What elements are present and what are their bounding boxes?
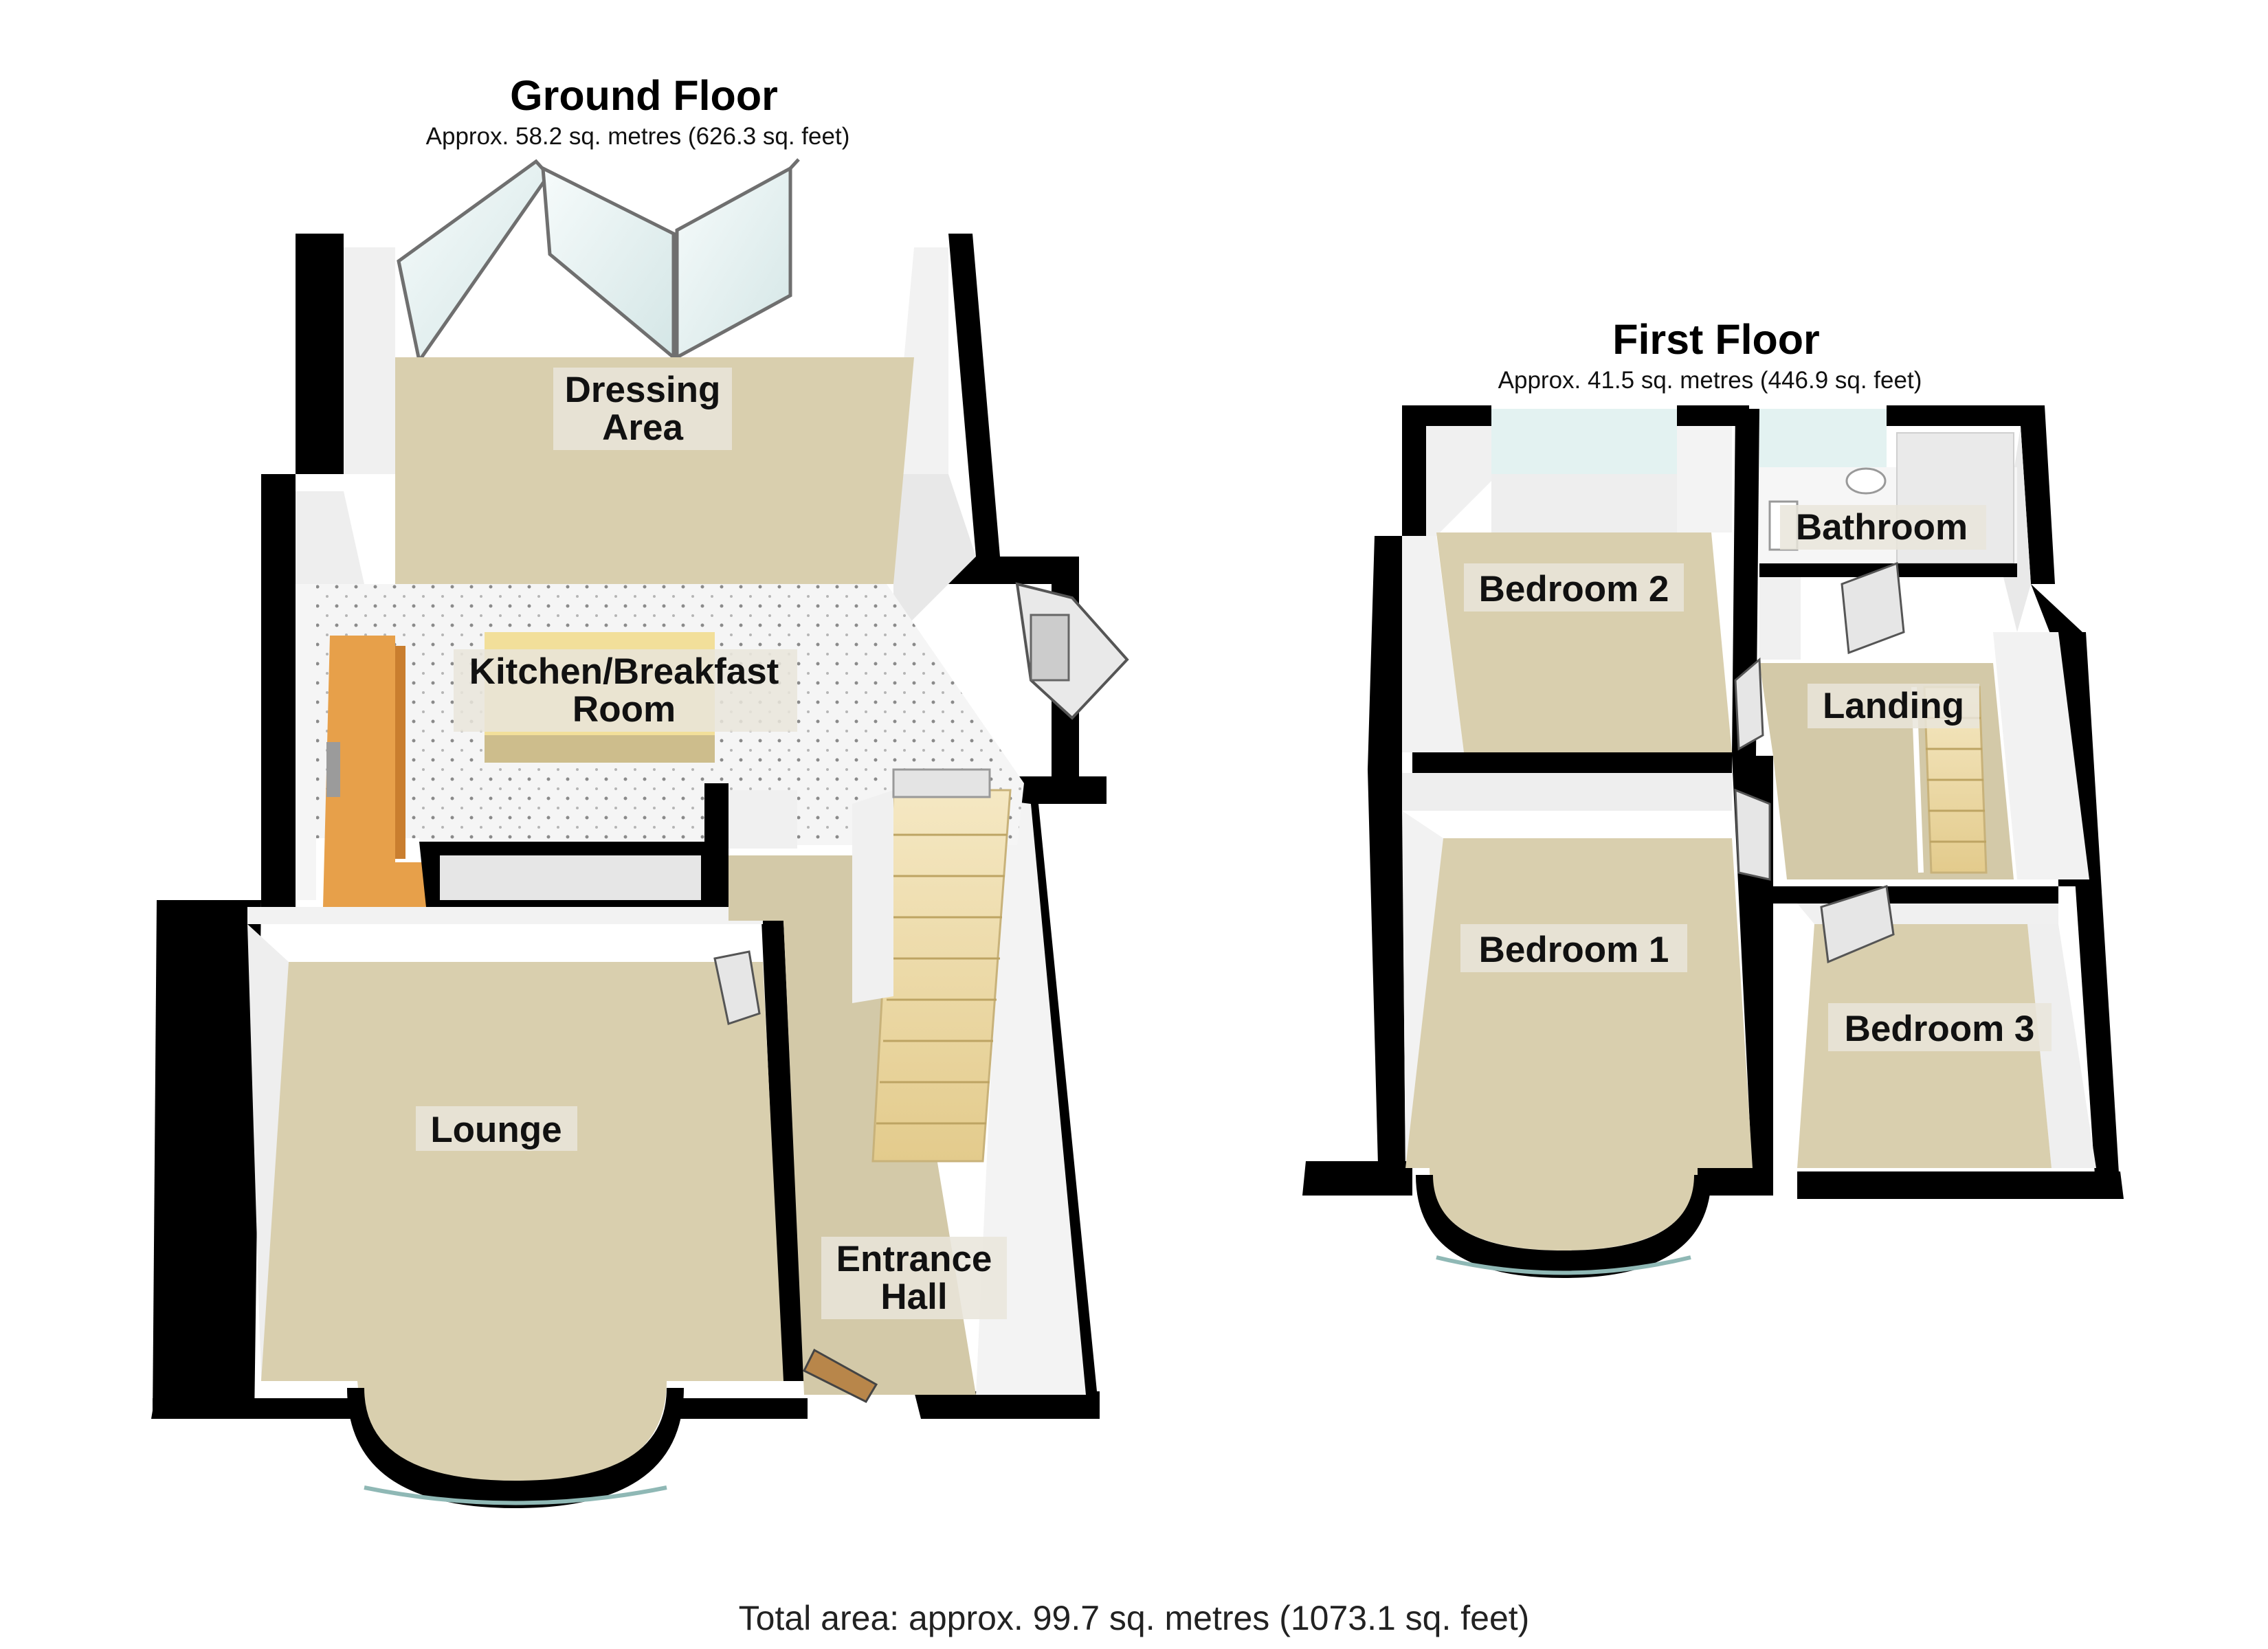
first-floor-title: First Floor: [1612, 316, 1820, 363]
first-floor-plan: Bedroom 2 Bathroom Landing Bedroom 1 Bed…: [1302, 316, 2124, 1278]
landing-label: Landing: [1808, 684, 1979, 728]
bedroom-3-label: Bedroom 3: [1828, 1003, 2052, 1051]
bedroom-2-door: [1734, 657, 1764, 751]
bedroom-1-door: [1734, 788, 1771, 881]
ground-floor-plan: Dressing Area Kitchen/Breakfast Room Lou…: [151, 72, 1129, 1508]
bifold-doors: [397, 158, 800, 366]
lounge-label: Lounge: [416, 1106, 577, 1151]
ground-floor-area: Approx. 58.2 sq. metres (626.3 sq. feet): [426, 123, 850, 150]
bedroom-2-window: [1491, 409, 1677, 478]
entrance-hall-label: Entrance Hall: [821, 1237, 1007, 1319]
svg-text:Bedroom 1: Bedroom 1: [1479, 930, 1669, 970]
kitchen-label: Kitchen/Breakfast Room: [454, 649, 797, 732]
svg-text:Area: Area: [602, 407, 683, 448]
svg-text:Lounge: Lounge: [430, 1110, 562, 1150]
side-door: [1015, 582, 1129, 720]
svg-text:Landing: Landing: [1823, 686, 1964, 726]
first-floor-area: Approx. 41.5 sq. metres (446.9 sq. feet): [1498, 367, 1922, 394]
first-floor-wall-faces: [1402, 426, 2096, 1168]
bedroom-2-label: Bedroom 2: [1464, 563, 1684, 612]
svg-text:Kitchen/Breakfast: Kitchen/Breakfast: [469, 651, 779, 692]
kitchen-worktop: [323, 636, 457, 907]
svg-text:Bedroom 2: Bedroom 2: [1479, 569, 1669, 609]
svg-text:Bathroom: Bathroom: [1796, 507, 1968, 548]
svg-text:Room: Room: [572, 689, 676, 730]
bathroom-window: [1759, 409, 1887, 467]
front-door: [802, 1348, 878, 1403]
bedroom-3-door: [1820, 885, 1895, 964]
ground-floor-title: Ground Floor: [510, 72, 778, 119]
lounge-door: [713, 950, 761, 1025]
total-area: Total area: approx. 99.7 sq. metres (107…: [739, 1599, 1530, 1637]
bathroom-door: [1841, 561, 1905, 655]
svg-text:Hall: Hall: [880, 1277, 947, 1317]
svg-text:Entrance: Entrance: [836, 1239, 992, 1279]
bedroom-1-bay-window: [1416, 1175, 1711, 1278]
dressing-area-floor: [395, 357, 914, 584]
bathroom-label: Bathroom: [1780, 505, 1986, 550]
dressing-area-label: Dressing Area: [553, 368, 732, 450]
lounge-floor: [261, 962, 783, 1484]
lounge-bay-window: [347, 1388, 684, 1508]
ground-floor-stairs: [852, 768, 1012, 1163]
bedroom-1-label: Bedroom 1: [1460, 924, 1687, 972]
svg-text:Dressing: Dressing: [565, 370, 721, 410]
svg-text:Bedroom 3: Bedroom 3: [1845, 1009, 2035, 1049]
